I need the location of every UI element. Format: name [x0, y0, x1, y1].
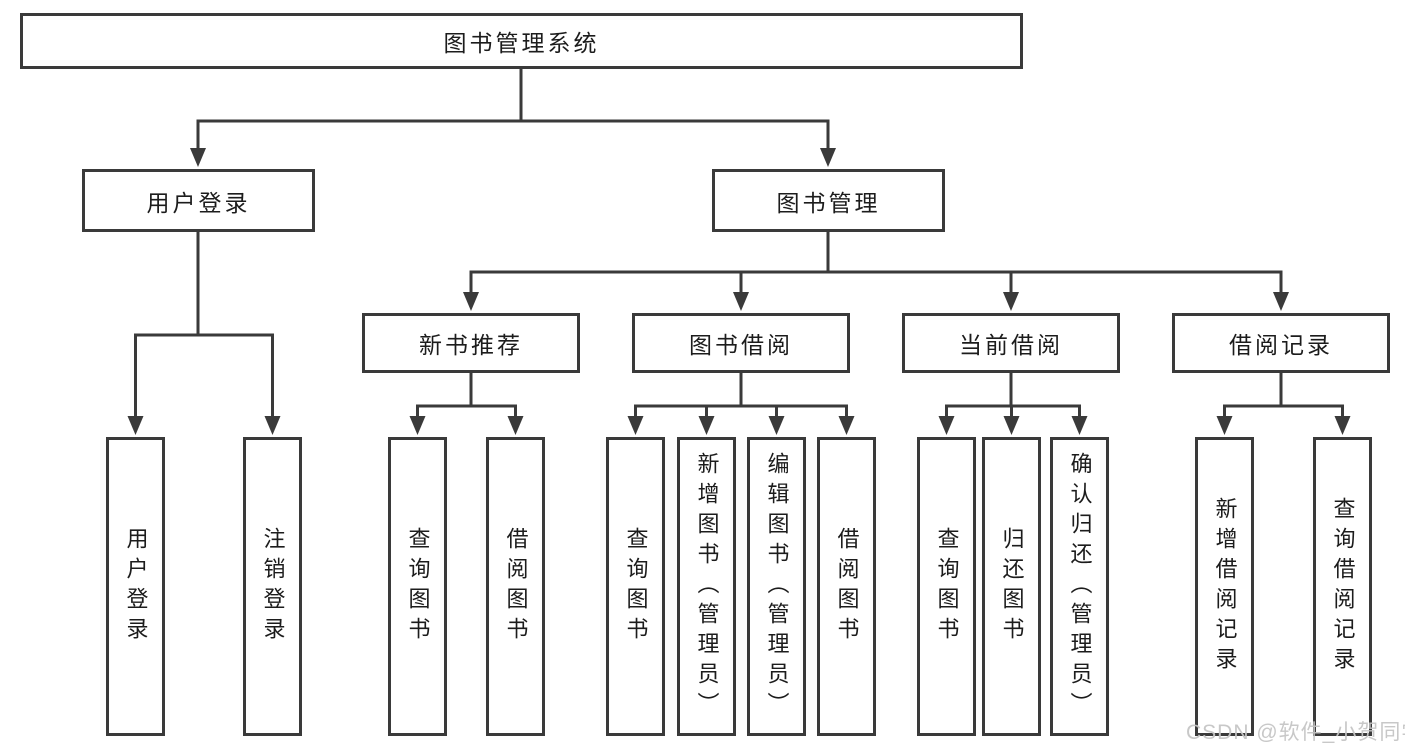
arrow-icon [264, 416, 281, 435]
node-root-library-system: 图书管理系统 [20, 13, 1023, 69]
arrow-icon [1003, 292, 1019, 311]
arrow-icon [409, 416, 426, 435]
node-current-borrowing: 当前借阅 [902, 313, 1120, 373]
leaf-borrow-books: 借阅图书 [817, 437, 876, 736]
leaf-logout: 注销登录 [243, 437, 302, 736]
leaf-query-books: 查询图书 [606, 437, 665, 736]
node-borrowing-records: 借阅记录 [1172, 313, 1390, 373]
arrow-icon [1003, 416, 1020, 435]
arrow-icon [463, 292, 479, 311]
node-new-book-recommendation: 新书推荐 [362, 313, 580, 373]
arrow-icon [127, 416, 144, 435]
arrow-icon [1071, 416, 1088, 435]
csdn-watermark: CSDN @软件_小贺同学 [1186, 721, 1405, 744]
arrow-icon [768, 416, 785, 435]
connector-user-login-children [134, 232, 274, 419]
leaf-add-borrow-record: 新增借阅记录 [1195, 437, 1254, 736]
connector-book-borrow-children [634, 373, 848, 419]
arrow-icon [733, 292, 749, 311]
arrow-icon [838, 416, 855, 435]
leaf-query-borrow-record: 查询借阅记录 [1313, 437, 1372, 736]
arrow-icon [1334, 416, 1351, 435]
leaf-user-login: 用户登录 [106, 437, 165, 736]
connector-book-mgmt-children [469, 232, 1283, 295]
arrow-icon [190, 148, 206, 167]
leaf-query-books: 查询图书 [917, 437, 976, 736]
arrow-icon [1216, 416, 1233, 435]
leaf-confirm-return-admin: 确认归还（管理员） [1050, 437, 1109, 736]
connector-new-book-children [416, 373, 517, 419]
arrow-icon [820, 148, 836, 167]
leaf-query-books: 查询图书 [388, 437, 447, 736]
arrow-icon [627, 416, 644, 435]
leaf-borrow-books: 借阅图书 [486, 437, 545, 736]
node-book-borrowing: 图书借阅 [632, 313, 850, 373]
leaf-edit-books-admin: 编辑图书（管理员） [747, 437, 806, 736]
leaf-add-books-admin: 新增图书（管理员） [677, 437, 736, 736]
arrow-icon [698, 416, 715, 435]
arrow-icon [1273, 292, 1289, 311]
connector-current-borrow-children [945, 373, 1081, 419]
arrow-icon [507, 416, 524, 435]
leaf-return-books: 归还图书 [982, 437, 1041, 736]
connector-root-to-level2 [196, 68, 830, 151]
node-user-login: 用户登录 [82, 169, 315, 232]
node-book-management: 图书管理 [712, 169, 945, 232]
connector-borrow-records-children [1223, 373, 1344, 419]
arrow-icon [938, 416, 955, 435]
